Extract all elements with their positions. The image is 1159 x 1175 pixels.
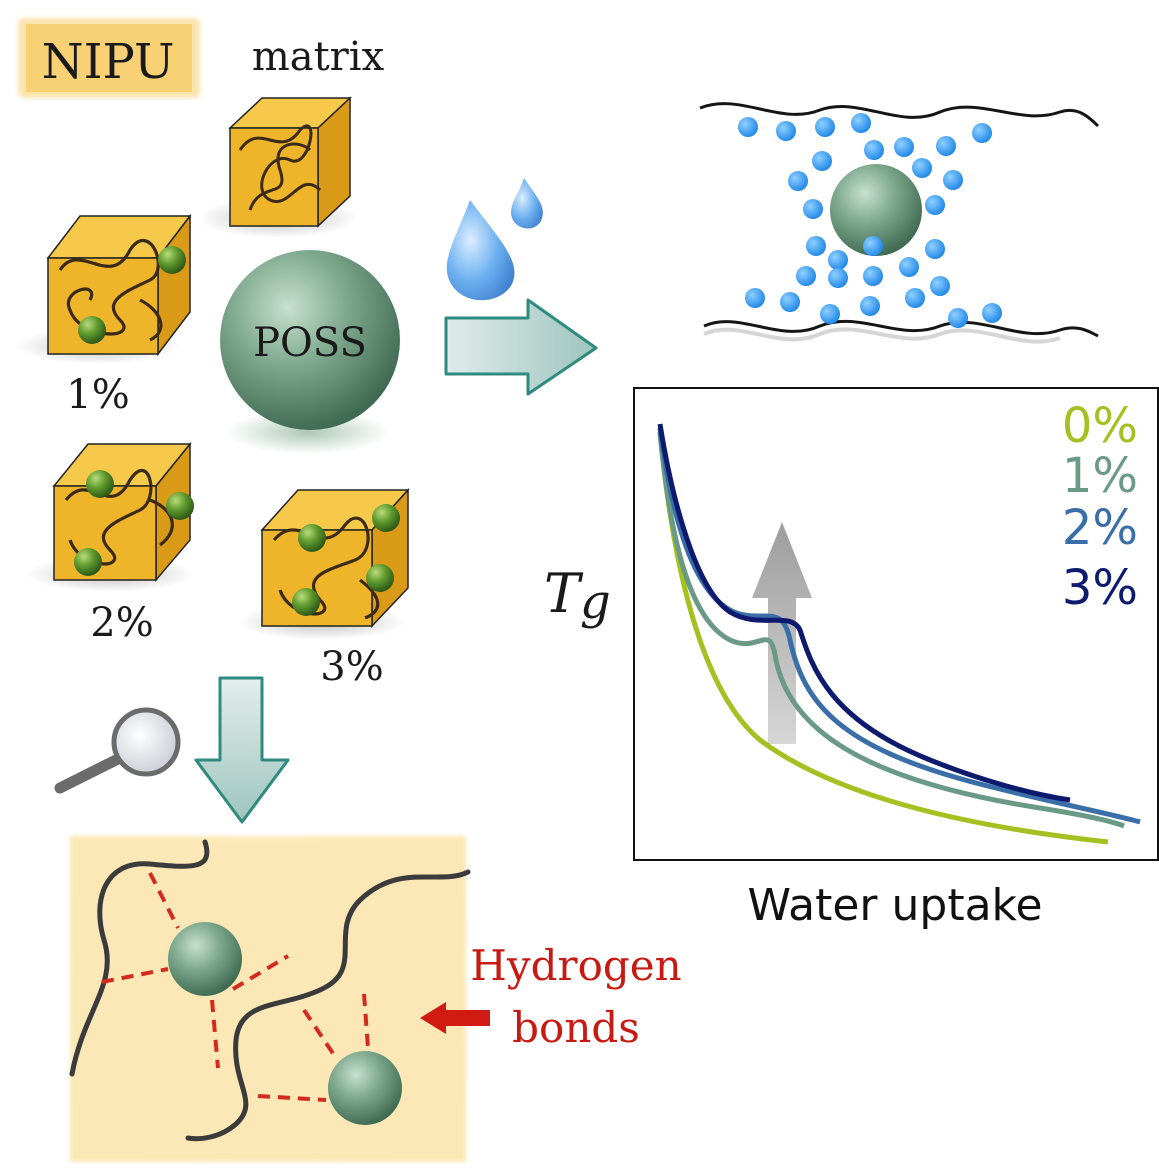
hydrogen-bond-inset	[69, 836, 471, 1162]
poss-text: POSS	[253, 320, 367, 366]
legend-item-0: 0%	[1062, 398, 1138, 454]
y-axis-label: Tg	[544, 562, 611, 630]
label-3-percent: 3%	[320, 644, 383, 690]
pointer-arrow-icon	[420, 1002, 490, 1034]
right-arrow-icon	[444, 298, 598, 396]
legend-item-3: 3%	[1062, 560, 1138, 616]
series-line-3-percent	[657, 423, 1071, 803]
poss-sphere: POSS	[220, 250, 400, 454]
hydrogen-bonds-label: Hydrogen bonds	[420, 941, 682, 1052]
chart-frame	[633, 387, 1159, 861]
down-arrow-icon	[194, 676, 290, 824]
series-line-1-percent	[657, 431, 1125, 829]
water-drops-icon	[446, 178, 543, 301]
matrix-label: matrix	[252, 34, 385, 80]
cube-matrix	[198, 96, 358, 238]
water-molecules	[738, 113, 1002, 328]
cube-2-percent	[26, 441, 194, 592]
legend-item-1: 1%	[1062, 448, 1138, 504]
tg-water-uptake-chart: Tg Water uptake 0% 1% 2% 3%	[544, 387, 1159, 931]
bonds-text: bonds	[512, 1003, 640, 1052]
series-layer	[657, 423, 1141, 845]
nipu-label: NIPU	[18, 18, 200, 98]
x-axis-label: Water uptake	[747, 880, 1042, 931]
cube-3-percent	[238, 488, 410, 640]
cube-1-percent	[16, 213, 192, 364]
hydrogen-bond-lines	[101, 872, 370, 1102]
series-line-2-percent	[657, 427, 1141, 825]
label-2-percent: 2%	[90, 600, 153, 646]
chart-legend: 0% 1% 2% 3%	[1062, 398, 1138, 616]
label-1-percent: 1%	[66, 372, 129, 418]
increase-arrow-icon	[752, 522, 812, 744]
water-absorption-schematic	[699, 102, 1100, 344]
legend-item-2: 2%	[1062, 500, 1138, 556]
nipu-text: NIPU	[42, 34, 175, 90]
magnifier-icon	[54, 707, 181, 794]
hydrogen-text: Hydrogen	[470, 941, 681, 990]
